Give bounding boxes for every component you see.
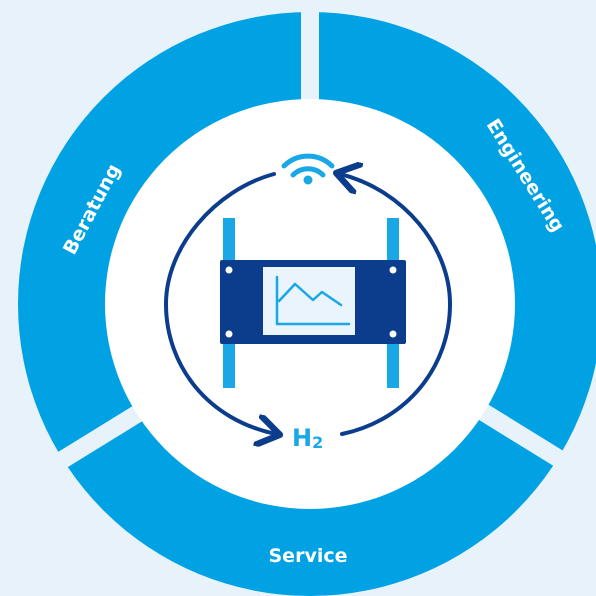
- rack-display-icon: [220, 218, 406, 388]
- divider-right: [475, 402, 596, 492]
- segment-dividers: [15, 0, 596, 494]
- formula-h: H: [292, 424, 312, 452]
- screw-icon: [225, 330, 233, 338]
- formula-subscript: 2: [312, 433, 323, 452]
- hydrogen-label: H2: [292, 424, 323, 452]
- screw-icon: [225, 266, 233, 274]
- divider-left: [15, 404, 145, 494]
- svg-text:Service: Service: [269, 545, 348, 567]
- line-chart-icon: [275, 275, 351, 326]
- svg-text:H2: H2: [292, 424, 323, 452]
- screw-icon: [389, 266, 397, 274]
- right-cycle-arrow: [340, 174, 453, 436]
- wifi-icon: [281, 153, 335, 185]
- segment-label-service: Service: [269, 545, 348, 567]
- cycle-arrows: [163, 172, 453, 436]
- screw-icon: [389, 330, 397, 338]
- segment-service[interactable]: Service: [269, 545, 348, 567]
- left-cycle-arrow: [163, 172, 276, 434]
